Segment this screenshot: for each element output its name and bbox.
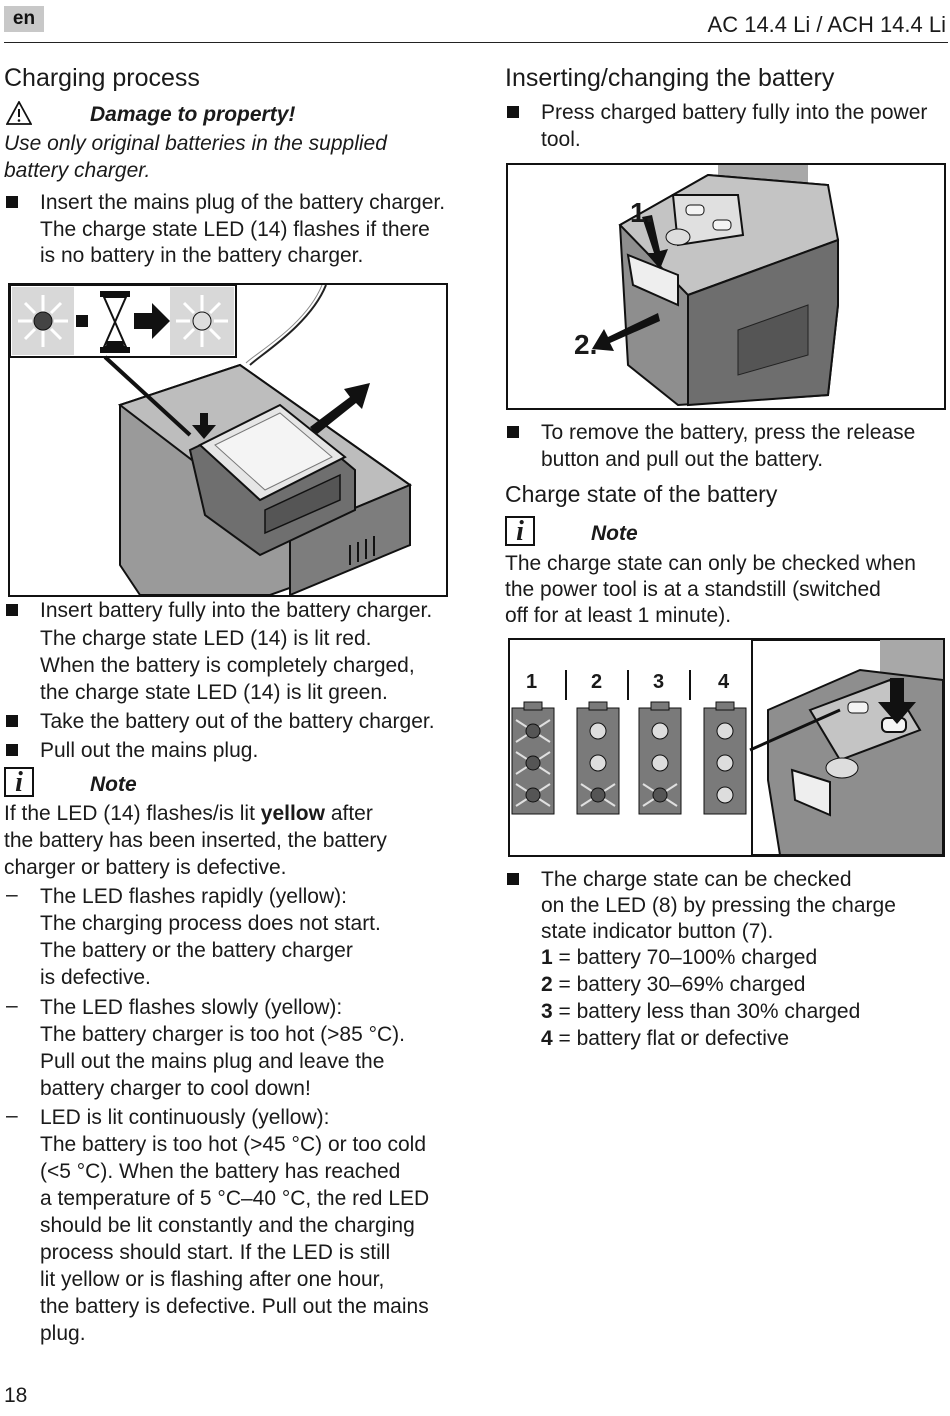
text-line: Insert battery fully into the battery ch… — [40, 599, 433, 622]
model-name: AC 14.4 Li / ACH 14.4 Li — [707, 12, 946, 37]
bullet-icon — [507, 426, 519, 438]
text-line: button and pull out the battery. — [541, 448, 824, 471]
text-line: Press charged battery fully into the pow… — [541, 101, 928, 124]
note-text-line: the battery has been inserted, the batte… — [4, 829, 387, 852]
step-2-label: 2. — [574, 329, 598, 360]
note-text-line: The charge state can only be checked whe… — [505, 552, 916, 575]
text-line: To remove the battery, press the release — [541, 421, 916, 444]
text-line: The LED flashes slowly (yellow): — [40, 996, 343, 1019]
text-line: the charge state LED (14) is lit green. — [40, 681, 388, 704]
text-line: The battery charger is too hot (>85 °C). — [40, 1023, 405, 1046]
note-text-line: the power tool is at a standstill (switc… — [505, 578, 881, 601]
text-line: The charging process does not start. — [40, 912, 381, 935]
dash-marker: – — [6, 883, 18, 906]
header-rule — [4, 42, 948, 43]
level-label: 2 — [591, 671, 603, 693]
bullet-icon — [507, 873, 519, 885]
charger-figure — [8, 283, 448, 597]
legend-item: 2 = battery 30–69% charged — [541, 973, 806, 996]
text-line: a temperature of 5 °C–40 °C, the red LED — [40, 1187, 430, 1210]
level-label: 3 — [653, 671, 665, 693]
text-line: plug. — [40, 1322, 86, 1345]
note-label: Note — [591, 522, 638, 545]
text-line: should be lit constantly and the chargin… — [40, 1214, 415, 1237]
info-icon: i — [505, 516, 535, 546]
text-line: (<5 °C). When the battery has reached — [40, 1160, 401, 1183]
bullet-icon — [6, 604, 18, 616]
text-line: on the LED (8) by pressing the charge — [541, 894, 896, 917]
text-line: Pull out the mains plug and leave the — [40, 1050, 385, 1073]
text-line: battery charger to cool down! — [40, 1077, 311, 1100]
text-line: The charge state LED (14) is lit red. — [40, 627, 372, 650]
note-text-line: If the LED (14) flashes/is lit yellow af… — [4, 802, 373, 825]
note-text-line: charger or battery is defective. — [4, 856, 287, 879]
text-line: Pull out the mains plug. — [40, 739, 259, 762]
level-label: 1 — [526, 671, 538, 693]
text-line: lit yellow or is flashing after one hour… — [40, 1268, 385, 1291]
dash-marker: – — [6, 994, 18, 1017]
text-line: tool. — [541, 128, 581, 151]
step-1-label: 1. — [630, 197, 654, 228]
text-line: state indicator button (7). — [541, 920, 774, 943]
text-line: the battery is defective. Pull out the m… — [40, 1295, 429, 1318]
info-icon: i — [4, 767, 34, 797]
text-line: The charge state LED (14) flashes if the… — [40, 218, 430, 241]
charge-state-heading: Charge state of the battery — [505, 481, 778, 507]
text-line: The charge state can be checked — [541, 868, 852, 891]
text-line: The LED flashes rapidly (yellow): — [40, 885, 347, 908]
warning-text-line: Use only original batteries in the suppl… — [4, 132, 387, 155]
text-line: is defective. — [40, 966, 151, 989]
text-line: Take the battery out of the battery char… — [40, 710, 435, 733]
page-number: 18 — [4, 1384, 28, 1407]
text-line: The battery or the battery charger — [40, 939, 353, 962]
warning-title: Damage to property! — [90, 103, 296, 126]
battery-insert-figure: 1. 2. — [506, 163, 946, 410]
text-line: is no battery in the battery charger. — [40, 244, 364, 267]
warning-text-line: battery charger. — [4, 159, 151, 182]
text-line: When the battery is completely charged, — [40, 654, 415, 677]
legend-item: 4 = battery flat or defective — [541, 1027, 790, 1050]
note-label: Note — [90, 773, 137, 796]
inserting-battery-heading: Inserting/changing the battery — [505, 64, 835, 92]
dash-marker: – — [6, 1104, 18, 1127]
note-text-line: off for at least 1 minute). — [505, 604, 732, 627]
bullet-icon — [6, 715, 18, 727]
bullet-icon — [6, 196, 18, 208]
charge-level-figure: 1 2 3 4 — [508, 638, 945, 857]
text-line: The battery is too hot (>45 °C) or too c… — [40, 1133, 427, 1156]
bullet-icon — [6, 744, 18, 756]
charging-process-heading: Charging process — [4, 64, 200, 92]
level-label: 4 — [718, 671, 730, 693]
bullet-icon — [507, 106, 519, 118]
legend-item: 3 = battery less than 30% charged — [541, 1000, 861, 1023]
legend-item: 1 = battery 70–100% charged — [541, 946, 818, 969]
text-line: Insert the mains plug of the battery cha… — [40, 191, 446, 214]
warning-icon — [6, 101, 32, 125]
text-line: process should start. If the LED is stil… — [40, 1241, 391, 1264]
text-line: LED is lit continuously (yellow): — [40, 1106, 330, 1129]
language-tag: en — [4, 6, 44, 32]
